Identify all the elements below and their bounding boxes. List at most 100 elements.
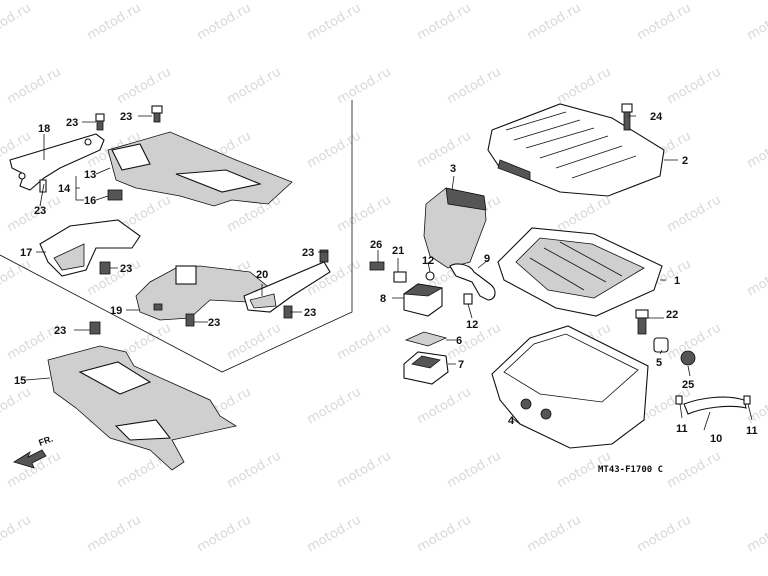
label-12-a: 12 bbox=[422, 255, 434, 267]
label-3: 3 bbox=[450, 163, 456, 175]
plate-6 bbox=[404, 331, 448, 347]
screw-21 bbox=[393, 271, 407, 283]
bolt-23-a bbox=[95, 113, 105, 131]
bolt-23-e bbox=[319, 249, 329, 263]
element-1 bbox=[497, 227, 663, 317]
group-frame bbox=[0, 100, 353, 373]
label-4: 4 bbox=[508, 415, 515, 427]
label-23-f: 23 bbox=[304, 307, 316, 319]
watermark-text: motod.ru bbox=[0, 385, 34, 428]
bracket-18 bbox=[9, 133, 105, 193]
watermark-text: motod.ru bbox=[335, 193, 394, 236]
clip-12-a bbox=[425, 271, 435, 281]
watermark-text: motod.ru bbox=[635, 513, 694, 556]
label-14: 14 bbox=[58, 183, 71, 195]
label-12-b: 12 bbox=[466, 319, 478, 331]
nut-25 bbox=[680, 350, 696, 366]
watermark-text: motod.ru bbox=[665, 65, 724, 108]
label-23-b: 23 bbox=[120, 111, 132, 123]
label-11-b: 11 bbox=[746, 425, 758, 437]
watermark-text: motod.ru bbox=[635, 1, 694, 44]
label-23-h: 23 bbox=[54, 325, 66, 337]
leader-lines bbox=[25, 115, 753, 431]
watermark-text: motod.ru bbox=[415, 513, 474, 556]
label-13: 13 bbox=[84, 169, 96, 181]
watermark-text: motod.ru bbox=[555, 65, 614, 108]
housing-4 bbox=[491, 325, 649, 449]
watermark-text: motod.ru bbox=[335, 321, 394, 364]
label-21: 21 bbox=[392, 245, 404, 257]
screw-26 bbox=[369, 261, 385, 271]
diagram-code: MT43-F1700 C bbox=[598, 465, 663, 475]
label-19: 19 bbox=[110, 305, 122, 317]
watermark-text: motod.ru bbox=[445, 65, 504, 108]
watermark-text: motod.ru bbox=[665, 193, 724, 236]
watermark-text: motod.ru bbox=[745, 385, 768, 428]
label-10: 10 bbox=[710, 433, 722, 445]
watermark-text: motod.ru bbox=[115, 65, 174, 108]
watermark-text: motod.ru bbox=[85, 513, 144, 556]
label-1: 1 bbox=[674, 275, 680, 287]
watermark-text: motod.ru bbox=[85, 257, 144, 300]
grommet-5 bbox=[653, 337, 669, 353]
watermark-text: motod.ru bbox=[0, 1, 34, 44]
watermark-text: motod.ru bbox=[445, 449, 504, 492]
label-23-e: 23 bbox=[208, 317, 220, 329]
undercover-15 bbox=[47, 345, 238, 471]
watermark-text: motod.ru bbox=[195, 1, 254, 44]
front-arrow bbox=[13, 449, 47, 469]
watermark-text: motod.ru bbox=[555, 193, 614, 236]
watermark-text: motod.ru bbox=[305, 385, 364, 428]
label-16: 16 bbox=[84, 195, 96, 207]
label-23-a: 23 bbox=[66, 117, 78, 129]
clip-12-b bbox=[463, 293, 473, 305]
label-25: 25 bbox=[682, 379, 694, 391]
tray-7 bbox=[403, 351, 449, 385]
watermark-text: motod.ru bbox=[745, 129, 768, 172]
watermark-text: motod.ru bbox=[305, 1, 364, 44]
watermark-text: motod.ru bbox=[0, 257, 34, 300]
label-15: 15 bbox=[14, 375, 26, 387]
label-22: 22 bbox=[666, 309, 678, 321]
bolt-23-g bbox=[89, 321, 101, 335]
cover-13 bbox=[107, 131, 293, 207]
label-7: 7 bbox=[458, 359, 464, 371]
watermark-text: motod.ru bbox=[415, 1, 474, 44]
watermark-text: motod.ru bbox=[745, 1, 768, 44]
label-23-g: 23 bbox=[302, 247, 314, 259]
watermark-text: motod.ru bbox=[745, 513, 768, 556]
lid-2 bbox=[487, 103, 665, 197]
watermark-text: motod.ru bbox=[335, 449, 394, 492]
watermark-text: motod.ru bbox=[225, 65, 284, 108]
watermark-text: motod.ru bbox=[335, 65, 394, 108]
label-8: 8 bbox=[380, 293, 386, 305]
front-indicator-label: FR. bbox=[37, 434, 54, 448]
bolt-23-c bbox=[99, 261, 111, 275]
label-5: 5 bbox=[656, 357, 662, 369]
label-18: 18 bbox=[38, 123, 50, 135]
label-2: 2 bbox=[682, 155, 688, 167]
clamp-11-a bbox=[675, 395, 683, 405]
watermark-text: motod.ru bbox=[525, 513, 584, 556]
watermark-text: motod.ru bbox=[745, 257, 768, 300]
label-26: 26 bbox=[370, 239, 382, 251]
watermark-text: motod.ru bbox=[665, 449, 724, 492]
watermark-text: motod.ru bbox=[415, 129, 474, 172]
tube-10 bbox=[683, 396, 747, 415]
hose-9 bbox=[449, 263, 496, 301]
label-20: 20 bbox=[256, 269, 268, 281]
watermark-text: motod.ru bbox=[0, 513, 34, 556]
label-17: 17 bbox=[20, 247, 32, 259]
clamp-11-b bbox=[743, 395, 751, 405]
bracket-17 bbox=[39, 219, 141, 277]
label-9: 9 bbox=[484, 253, 490, 265]
box-8 bbox=[402, 283, 444, 317]
label-23-d: 23 bbox=[120, 263, 132, 275]
label-11-a: 11 bbox=[676, 423, 688, 435]
watermark-text: motod.ru bbox=[85, 1, 144, 44]
bolt-23-d bbox=[185, 313, 195, 327]
label-23-c: 23 bbox=[34, 205, 46, 217]
watermark-text: motod.ru bbox=[195, 513, 254, 556]
bolt-22 bbox=[635, 309, 649, 335]
